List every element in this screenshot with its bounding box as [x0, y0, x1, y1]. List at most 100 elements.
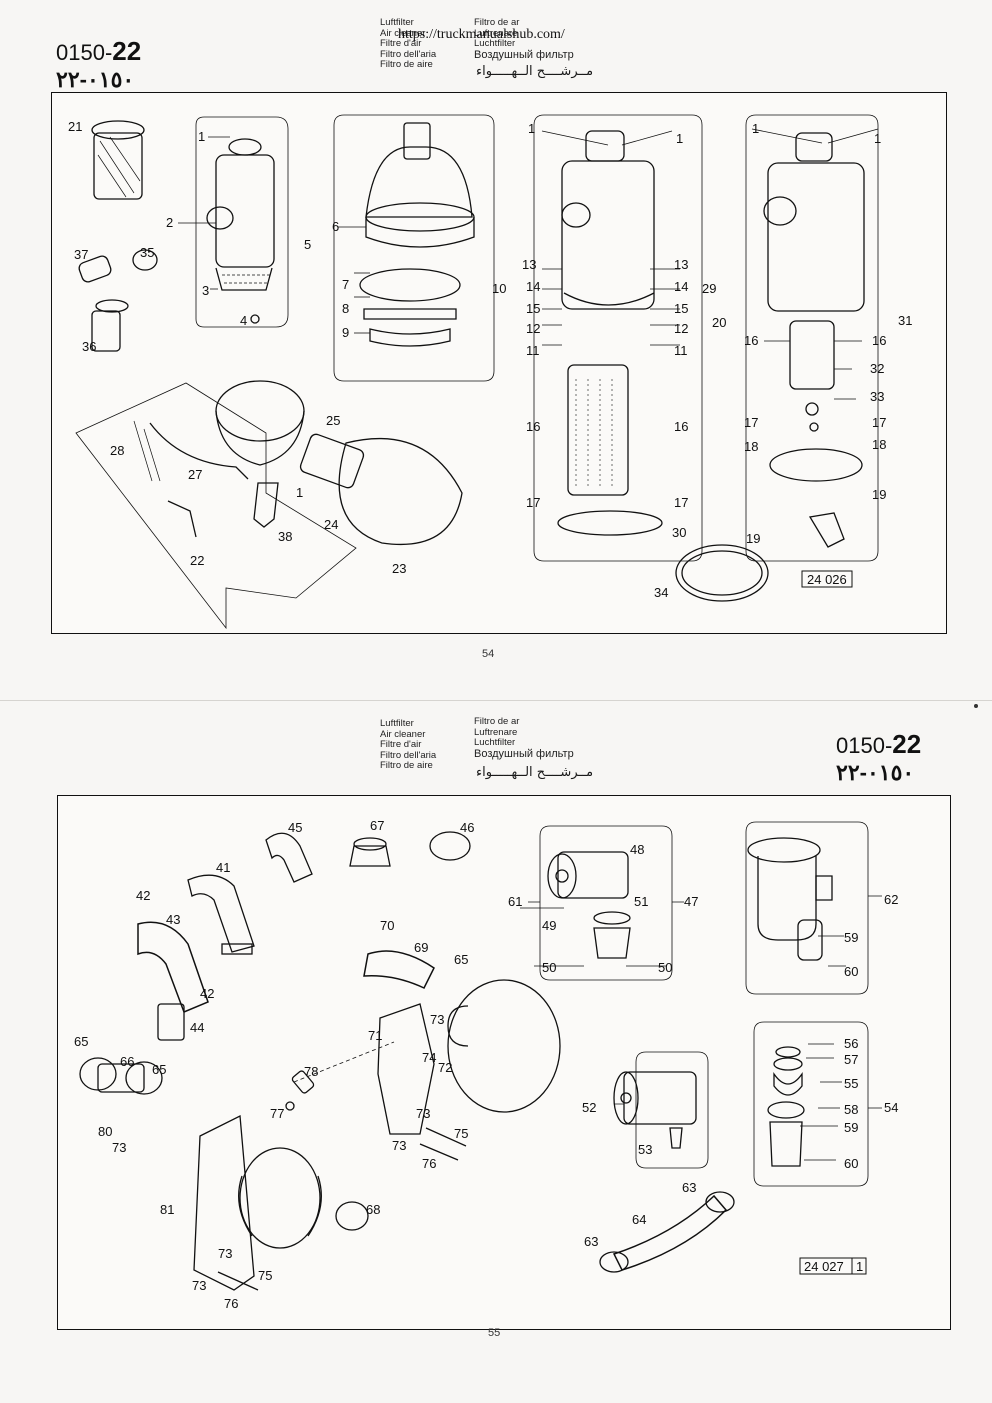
callout: 73 [112, 1140, 126, 1155]
callout: 31 [898, 313, 912, 328]
callout: 41 [216, 860, 230, 875]
callout: 11 [674, 343, 688, 358]
page-number: 54 [482, 648, 495, 660]
callout: 29 [702, 281, 716, 296]
callout: 19 [872, 487, 886, 502]
callout: 81 [160, 1202, 174, 1217]
callout: 1 [528, 121, 535, 136]
group-code: 0150-22 ٠١٥٠-٢٢ [836, 729, 922, 785]
callout: 37 [74, 247, 88, 262]
watermark-url[interactable]: https://truckmanualshub.com/ [398, 27, 565, 42]
callout: 33 [870, 389, 884, 404]
callout: 17 [744, 415, 758, 430]
callout: 22 [190, 553, 204, 568]
callout: 14 [674, 279, 688, 294]
callout: 52 [582, 1100, 596, 1115]
callout: 59 [844, 930, 858, 945]
callout: 70 [380, 918, 394, 933]
diagram-b-svg: 45 67 46 41 42 43 42 44 65 66 65 80 73 7… [74, 818, 898, 1311]
exploded-diagram-b: 45 67 46 41 42 43 42 44 65 66 65 80 73 7… [57, 795, 951, 1330]
callout: 67 [370, 818, 384, 833]
callout: 65 [152, 1062, 166, 1077]
callout: 60 [844, 1156, 858, 1171]
callout: 51 [634, 894, 648, 909]
callout: 11 [526, 343, 540, 358]
callout: 12 [674, 321, 688, 336]
group-code: 0150-22 ٠١٥٠-٢٢ [56, 36, 142, 92]
callout: 42 [136, 888, 150, 903]
callout: 16 [526, 419, 540, 434]
callout: 66 [120, 1054, 134, 1069]
callout: 59 [844, 1120, 858, 1135]
callout: 10 [492, 281, 506, 296]
callout: 16 [872, 333, 886, 348]
callout: 62 [884, 892, 898, 907]
callout: 2 [166, 215, 173, 230]
title-arabic: مــرشــــح الــهـــــواء [476, 765, 594, 780]
svg-text:24 026: 24 026 [807, 572, 847, 587]
callout: 4 [240, 313, 247, 328]
group-code-arabic: ٠١٥٠-٢٢ [836, 760, 915, 785]
callout: 3 [202, 283, 209, 298]
callout: 43 [166, 912, 180, 927]
callout: 17 [526, 495, 540, 510]
callout: 64 [632, 1212, 646, 1227]
svg-text:1: 1 [856, 1259, 863, 1274]
callout: 58 [844, 1102, 858, 1117]
diagram-a-svg: 21 1 2 3 4 37 35 36 6 5 7 8 9 1 1 13 13 … [68, 114, 912, 630]
callout: 42 [200, 986, 214, 1001]
callout: 18 [744, 439, 758, 454]
exploded-diagram-a: 21 1 2 3 4 37 35 36 6 5 7 8 9 1 1 13 13 … [51, 92, 947, 634]
callout: 28 [110, 443, 124, 458]
reference-code-box: 24 026 [801, 570, 853, 588]
callout: 50 [658, 960, 672, 975]
callout: 63 [584, 1234, 598, 1249]
title-arabic: مــرشــــح الــهـــــواء [476, 64, 594, 79]
callout: 80 [98, 1124, 112, 1139]
callout: 14 [526, 279, 540, 294]
page-corner-mark [974, 704, 978, 708]
callout: 19 [746, 531, 760, 546]
callout: 75 [258, 1268, 272, 1283]
callout: 54 [884, 1100, 898, 1115]
callout: 74 [422, 1050, 436, 1065]
callout: 34 [654, 585, 668, 600]
callout: 21 [68, 119, 82, 134]
callout: 1 [296, 485, 303, 500]
callout: 16 [744, 333, 758, 348]
callout: 76 [224, 1296, 238, 1311]
callout: 57 [844, 1052, 858, 1067]
callout: 76 [422, 1156, 436, 1171]
callout: 46 [460, 820, 474, 835]
callout: 36 [82, 339, 96, 354]
callout: 45 [288, 820, 302, 835]
callout: 49 [542, 918, 556, 933]
callout: 61 [508, 894, 522, 909]
callout: 1 [676, 131, 683, 146]
callout: 47 [684, 894, 698, 909]
callout: 25 [326, 413, 340, 428]
callout: 15 [674, 301, 688, 316]
callout: 71 [368, 1028, 382, 1043]
callout: 50 [542, 960, 556, 975]
callout: 13 [522, 257, 536, 272]
callout: 63 [682, 1180, 696, 1195]
callout: 65 [74, 1034, 88, 1049]
callout: 53 [638, 1142, 652, 1157]
callout: 38 [278, 529, 292, 544]
callout: 65 [454, 952, 468, 967]
callout: 30 [672, 525, 686, 540]
callout: 56 [844, 1036, 858, 1051]
callout: 60 [844, 964, 858, 979]
callout: 17 [872, 415, 886, 430]
callout: 77 [270, 1106, 284, 1121]
callout: 55 [844, 1076, 858, 1091]
callout: 15 [526, 301, 540, 316]
callout: 72 [438, 1060, 452, 1075]
callout: 23 [392, 561, 406, 576]
callout: 1 [752, 121, 759, 136]
